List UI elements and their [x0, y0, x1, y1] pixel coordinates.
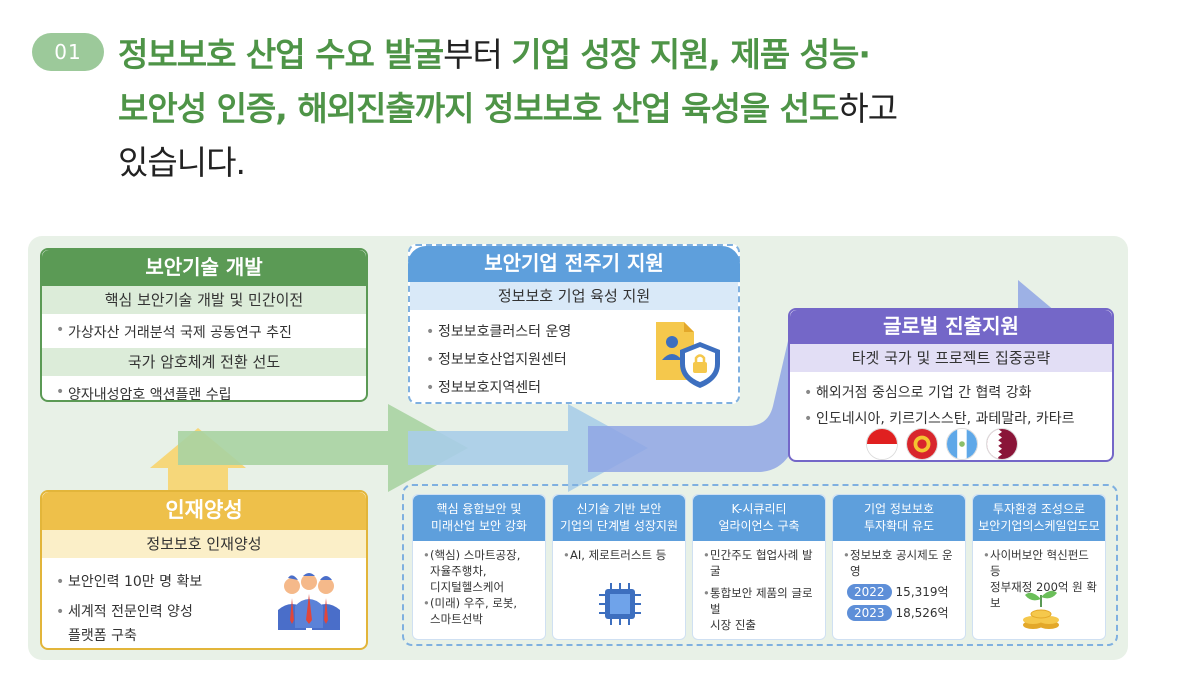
card-subtitle: 국가 암호체계 전환 선도 — [42, 348, 366, 376]
section-number-badge: 01 — [32, 33, 104, 71]
list-item: 보안인력 10만 명 확보 — [54, 570, 366, 594]
headline-text: 하고 — [838, 89, 898, 128]
box-title: 투자환경 조성으로 — [992, 502, 1086, 516]
box-title: 보안기업의스케일업도모 — [978, 519, 1100, 533]
indonesia-flag-icon — [866, 428, 898, 460]
headline: 정보보호 산업 수요 발굴부터 기업 성장 지원, 제품 성능· 보안성 인증,… — [118, 28, 1178, 190]
box-title: 미래산업 보안 강화 — [431, 519, 527, 533]
people-icon — [278, 573, 340, 630]
headline-text: 부터 — [443, 35, 512, 74]
shield-lock-icon — [656, 322, 720, 388]
list-item-continuation: 정부재정 200억 원 확보 — [990, 580, 1097, 610]
list-item: 정보보호산업지원센터 — [424, 346, 738, 374]
amount: 18,526억 — [895, 606, 949, 620]
headline-highlight: 기업 성장 지원, 제품 성능· — [511, 35, 871, 74]
list-item: 사이버보안 혁신펀드 등 — [981, 547, 1101, 579]
country-flags — [866, 428, 1018, 460]
box-title: 얼라이언스 구축 — [718, 519, 800, 533]
list-item-continuation: 자율주행차, — [430, 564, 487, 578]
box-title: 기업 정보보호 — [863, 502, 935, 516]
security-tech-card: 보안기술 개발 핵심 보안기술 개발 및 민간이전 가상자산 거래분석 국제 공… — [40, 248, 368, 404]
box-title: 투자확대 유도 — [863, 519, 935, 533]
guatemala-flag-icon — [946, 428, 978, 460]
box-title: 신기술 기반 보안 — [576, 502, 662, 516]
list-item: 세계적 전문인력 양성 — [54, 600, 366, 624]
kyrgyzstan-flag-icon — [906, 428, 938, 460]
list-item: 통합보안 제품의 글로벌 — [701, 585, 821, 617]
list-item: AI, 제로트러스트 등 — [561, 547, 681, 563]
list-item: 정보보호지역센터 — [424, 374, 738, 402]
chip-icon — [599, 583, 641, 625]
global-expansion-card: 글로벌 진출지원 타겟 국가 및 프로젝트 집중공략 해외거점 중심으로 기업 … — [788, 308, 1114, 462]
lifecycle-support-card: 보안기업 전주기 지원 정보보호 기업 육성 지원 정보보호클러스터 운영 정보… — [408, 244, 740, 404]
box-title: 핵심 융합보안 및 — [436, 502, 522, 516]
headline-highlight: 정보보호 산업 수요 발굴 — [118, 35, 444, 74]
list-item: 인도네시아, 키르기스스탄, 과테말라, 카타르 — [802, 406, 1112, 432]
list-item: (미래) 우주, 로봇, — [421, 595, 541, 611]
box-title: K-시큐리티 — [731, 502, 787, 516]
coin-sprout-icon — [1023, 590, 1059, 629]
list-item: 정보보호클러스터 운영 — [424, 318, 738, 346]
list-item: 민간주도 협업사례 발굴 — [701, 547, 821, 579]
year-badge: 2023 — [847, 605, 892, 621]
list-item: 정보보호 공시제도 운영 — [841, 547, 961, 579]
list-item-continuation: 디지털헬스케어 — [430, 580, 505, 594]
list-item-continuation: 시장 진출 — [710, 618, 756, 632]
card-subtitle: 핵심 보안기술 개발 및 민간이전 — [42, 286, 366, 314]
talent-card: 인재양성 정보보호 인재양성 보안인력 10만 명 확보 세계적 전문인력 양성… — [40, 490, 368, 650]
year-badge: 2022 — [847, 584, 892, 600]
headline-highlight: 보안성 인증, 해외진출까지 정보보호 산업 육성을 선도 — [118, 89, 839, 128]
card-subtitle: 정보보호 인재양성 — [42, 530, 366, 558]
sub-programs-container — [402, 484, 1118, 646]
list-item: 양자내성암호 액션플랜 수립 — [54, 384, 366, 404]
list-item-continuation: 플랫폼 구축 — [68, 628, 137, 644]
list-item-continuation: 스마트선박 — [430, 612, 483, 626]
box-title: 기업의 단계별 성장지원 — [559, 519, 679, 533]
card-title: 인재양성 — [42, 492, 366, 530]
card-subtitle: 정보보호 기업 육성 지원 — [410, 282, 738, 310]
headline-text: 있습니다. — [118, 143, 246, 182]
card-title: 글로벌 진출지원 — [790, 310, 1112, 344]
sub-program-box: 신기술 기반 보안기업의 단계별 성장지원 AI, 제로트러스트 등 — [552, 494, 686, 640]
card-title: 보안기업 전주기 지원 — [408, 246, 740, 282]
flow-band — [178, 404, 468, 492]
list-item: (핵심) 스마트공장, — [421, 547, 541, 563]
amount: 15,319억 — [895, 585, 949, 599]
card-title: 보안기술 개발 — [42, 250, 366, 286]
list-item: 가상자산 거래분석 국제 공동연구 추진 — [54, 322, 366, 342]
list-item: 해외거점 중심으로 기업 간 협력 강화 — [802, 380, 1112, 406]
card-subtitle: 타겟 국가 및 프로젝트 집중공략 — [790, 344, 1112, 372]
qatar-flag-icon — [986, 428, 1018, 460]
